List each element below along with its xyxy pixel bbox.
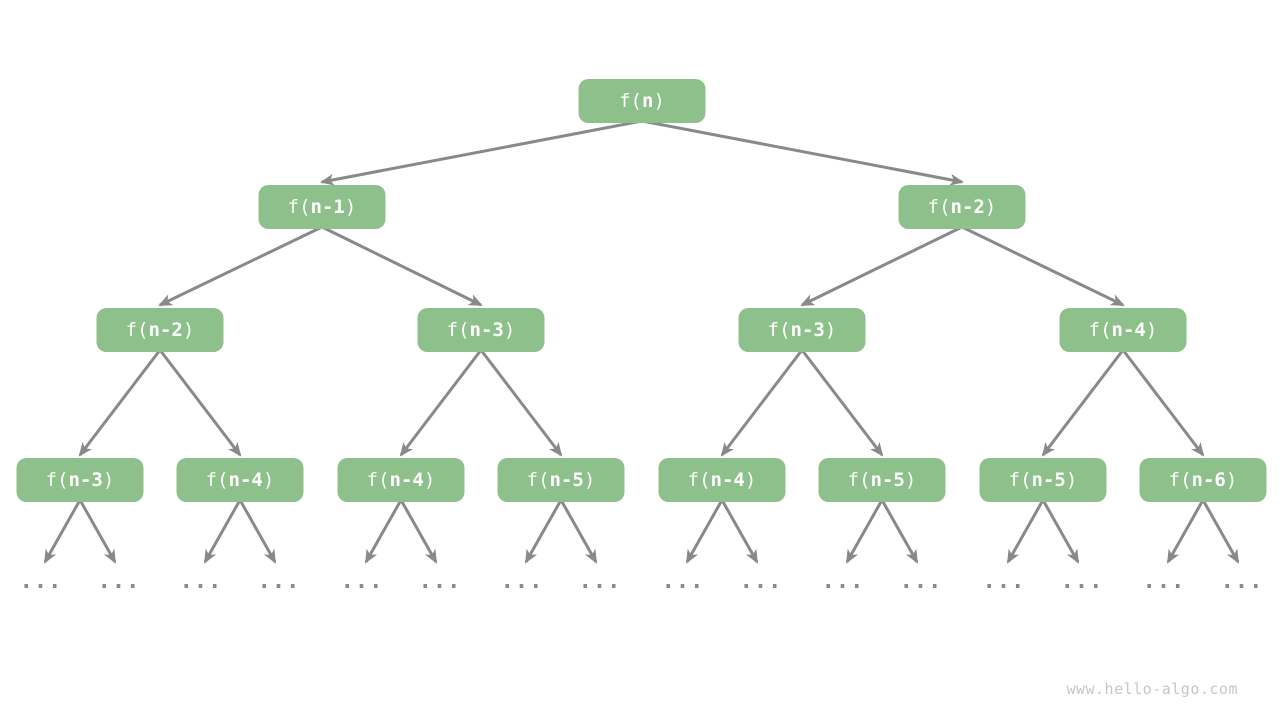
watermark: www.hello-algo.com [1066,680,1238,698]
ellipsis-arrow [1041,499,1080,564]
edge-arrow [641,119,964,186]
tree-node: f(n-6) [1139,458,1267,502]
tree-node-box [1059,308,1187,352]
tree-node-box [658,458,786,502]
tree-node-label: f(n) [619,90,665,112]
ellipsis-arrow [1166,499,1205,564]
edge-arrow [1121,349,1205,457]
tree-node-box [96,308,224,352]
tree-node: f(n-4) [176,458,304,502]
ellipsis-arrow [1201,499,1240,564]
ellipsis-dots: ... [341,569,384,594]
tree-node: f(n-2) [96,308,224,352]
tree-node-label: f(n-2) [126,319,195,341]
ellipsis-arrow [685,499,724,564]
ellipsis-arrow [845,499,884,564]
edge-arrow [158,349,242,457]
ellipsis-arrow [559,499,598,564]
tree-node-label: f(n-4) [367,469,436,491]
tree-node: f(n-4) [658,458,786,502]
tree-node: f(n-5) [497,458,625,502]
ellipsis-arrow [364,499,403,564]
tree-node-label: f(n-4) [688,469,757,491]
tree-node-box [979,458,1107,502]
tree-node-label: f(n-3) [768,319,837,341]
edge-arrow [800,225,963,307]
edge-arrow [321,225,483,307]
tree-node-label: f(n-5) [527,469,596,491]
tree-node-label: f(n-6) [1169,469,1238,491]
edge-arrow [320,119,643,186]
edge-arrow [720,349,804,457]
ellipsis-dots: ... [419,569,462,594]
tree-node-box [417,308,545,352]
ellipsis-dots: ... [258,569,301,594]
ellipsis-arrow [43,499,82,564]
ellipsis-arrow [524,499,563,564]
ellipsis-dots: ... [180,569,223,594]
tree-node-box [258,185,386,229]
ellipsis-dots: ... [1061,569,1104,594]
ellipsis-dots: ... [1143,569,1186,594]
tree-node: f(n-3) [16,458,144,502]
tree-node-box [16,458,144,502]
ellipsis-arrow [78,499,117,564]
tree-node: f(n-4) [337,458,465,502]
edge-arrow [961,225,1125,307]
ellipsis-dots: ... [900,569,943,594]
ellipsis-arrow [399,499,438,564]
tree-node: f(n-3) [738,308,866,352]
tree-node-label: f(n-3) [46,469,115,491]
tree-node-label: f(n-5) [1009,469,1078,491]
tree-node-box [176,458,304,502]
ellipsis-dots: ... [740,569,783,594]
tree-node: f(n-1) [258,185,386,229]
tree-node-box [898,185,1026,229]
tree-node-box [497,458,625,502]
ellipsis-dots: ... [579,569,622,594]
ellipsis-dots: ... [1221,569,1264,594]
tree-node-label: f(n-5) [848,469,917,491]
ellipsis-arrow [880,499,919,564]
tree-node: f(n-2) [898,185,1026,229]
tree-node-label: f(n-3) [447,319,516,341]
ellipsis-dots: ... [20,569,63,594]
ellipsis-dots: ... [662,569,705,594]
ellipsis-dots: ... [822,569,865,594]
ellipsis-arrow [1006,499,1045,564]
tree-node-box [818,458,946,502]
edge-arrow [479,349,563,457]
ellipsis-dots: ... [501,569,544,594]
tree-node: f(n) [578,79,706,123]
tree-node-box [337,458,465,502]
edge-arrow [78,349,162,457]
edge-arrow [800,349,884,457]
tree-node: f(n-3) [417,308,545,352]
tree-node-label: f(n-1) [288,196,357,218]
tree-node-box [578,79,706,123]
edge-arrow [1041,349,1125,457]
ellipsis-dots: ... [983,569,1026,594]
tree-node: f(n-4) [1059,308,1187,352]
tree-node: f(n-5) [979,458,1107,502]
tree-node-box [1139,458,1267,502]
tree-node-label: f(n-4) [1089,319,1158,341]
ellipsis-dots: ... [98,569,141,594]
ellipsis-arrow [238,499,277,564]
tree-node: f(n-5) [818,458,946,502]
ellipsis-arrow [720,499,759,564]
tree-node-box [738,308,866,352]
edge-arrow [158,225,323,307]
ellipsis-arrow [203,499,242,564]
tree-node-label: f(n-2) [928,196,997,218]
edge-arrow [399,349,483,457]
tree-node-label: f(n-4) [206,469,275,491]
